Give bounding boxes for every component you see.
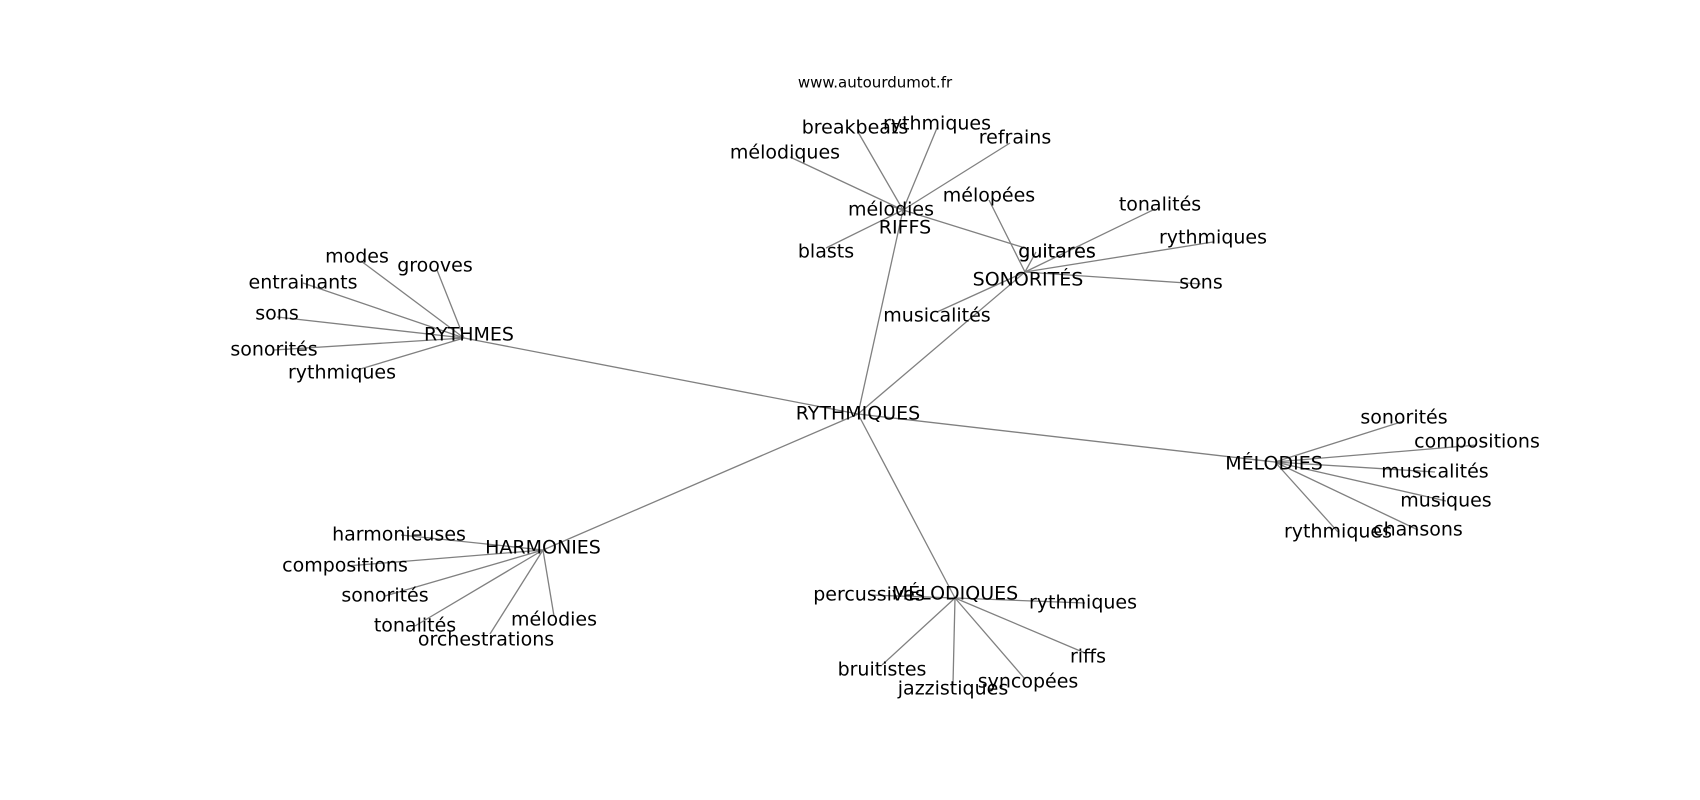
edge-melodies-mel-3	[1274, 461, 1436, 473]
node-leaf-har-5[interactable]: orchestrations	[418, 629, 554, 651]
node-leaf-har-4[interactable]: tonalités	[374, 615, 456, 637]
node-leaf-ryt-1[interactable]: modes	[325, 246, 389, 268]
node-leaf-mel-6[interactable]: rythmiques	[1284, 521, 1392, 543]
node-leaf-mq-3[interactable]: riffs	[1070, 646, 1106, 668]
graph-labels: RYTHMIQUESRIFFSbreakbeatsrythmiquesrefra…	[230, 113, 1540, 700]
edge-riffs-riffs-5	[890, 205, 904, 211]
edge-center-rythmes	[463, 337, 859, 415]
node-leaf-son-3[interactable]: rythmiques	[1159, 227, 1267, 249]
node-leaf-riffs-5[interactable]: mélodies	[848, 199, 934, 221]
node-leaf-mq-4[interactable]: bruitistes	[838, 659, 927, 681]
node-hub-rythmes[interactable]: RYTHMES	[424, 324, 514, 346]
edge-rythmes-ryt-6	[356, 337, 465, 371]
edge-center-melodiques	[857, 413, 956, 599]
node-leaf-son-2[interactable]: tonalités	[1119, 194, 1201, 216]
node-leaf-riffs-1[interactable]: breakbeats	[802, 117, 909, 139]
edge-melodiques-mq-6	[954, 597, 1026, 680]
edge-sonorites-son-6	[936, 271, 1026, 313]
node-leaf-son-1[interactable]: mélopées	[943, 185, 1035, 207]
edge-harmonies-har-4	[414, 549, 544, 627]
node-leaf-son-4[interactable]: sons	[1179, 272, 1222, 294]
node-hub-harmonies[interactable]: HARMONIES	[485, 537, 601, 559]
edge-melodiques-mq-1	[868, 594, 956, 599]
node-leaf-riffs-2[interactable]: rythmiques	[883, 113, 991, 135]
edge-riffs-riffs-7	[902, 209, 1026, 249]
node-leaf-riffs-6[interactable]: blasts	[798, 241, 854, 263]
node-hub-melodies[interactable]: MÉLODIES	[1225, 452, 1323, 475]
edge-riffs-riffs-4	[789, 156, 904, 211]
node-leaf-mq-5[interactable]: jazzistiques	[897, 678, 1008, 700]
edge-rythmes-ryt-4	[276, 316, 465, 339]
edge-center-riffs	[857, 209, 904, 415]
edge-center-melodies	[857, 413, 1276, 463]
node-leaf-har-3[interactable]: sonorités	[341, 585, 428, 607]
edge-melodies-mel-4	[1274, 461, 1447, 502]
edge-melodiques-mq-2	[954, 597, 1086, 604]
edge-harmonies-har-2	[346, 549, 544, 567]
edge-riffs-riffs-6	[825, 209, 904, 249]
edge-rythmes-ryt-2	[436, 269, 465, 339]
node-hub-melodiques[interactable]: MÉLODIQUES	[892, 582, 1018, 605]
edge-melodiques-mq-5	[952, 597, 956, 685]
edge-melodies-mel-1	[1274, 420, 1405, 463]
node-hub-sonorites[interactable]: SONORITÉS	[973, 268, 1084, 291]
node-leaf-mq-6[interactable]: syncopées	[978, 671, 1079, 693]
edge-sonorites-son-2	[1024, 208, 1156, 273]
node-leaf-mel-1[interactable]: sonorités	[1360, 407, 1447, 429]
edge-center-sonorites	[857, 271, 1026, 415]
edge-harmonies-har-6	[542, 549, 555, 617]
edge-sonorites-son-3	[1024, 241, 1214, 273]
edge-rythmes-ryt-1	[360, 260, 465, 339]
source-url[interactable]: www.autourdumot.fr	[798, 74, 953, 92]
node-leaf-ryt-3[interactable]: entrainants	[249, 272, 358, 294]
node-leaf-har-1[interactable]: harmonieuses	[332, 524, 466, 546]
node-leaf-riffs-3[interactable]: refrains	[979, 127, 1051, 149]
node-leaf-har-6[interactable]: mélodies	[511, 609, 597, 631]
node-center[interactable]: RYTHMIQUES	[796, 403, 920, 425]
node-leaf-mq-1[interactable]: percussives	[813, 584, 925, 606]
edge-melodiques-mq-3	[954, 597, 1086, 654]
node-leaf-ryt-2[interactable]: grooves	[397, 255, 473, 277]
edge-harmonies-har-3	[384, 549, 544, 597]
graph-edges	[273, 127, 1478, 685]
node-leaf-har-2[interactable]: compositions	[282, 555, 408, 577]
edge-center-harmonies	[542, 413, 859, 551]
node-leaf-mel-2[interactable]: compositions	[1414, 431, 1540, 453]
edge-rythmes-ryt-5	[273, 337, 465, 351]
node-leaf-ryt-6[interactable]: rythmiques	[288, 362, 396, 384]
edge-melodies-mel-6	[1274, 461, 1339, 533]
edge-riffs-riffs-3	[902, 142, 1011, 211]
node-leaf-mel-3[interactable]: musicalités	[1381, 461, 1488, 483]
node-leaf-mel-5[interactable]: chansons	[1373, 519, 1463, 541]
edge-melodiques-mq-4	[881, 597, 956, 666]
node-leaf-mq-2[interactable]: rythmiques	[1029, 592, 1137, 614]
node-leaf-son-5[interactable]: guitares	[1018, 241, 1095, 263]
node-leaf-mel-4[interactable]: musiques	[1400, 490, 1491, 512]
node-leaf-riffs-7[interactable]: guitares	[1018, 241, 1095, 263]
edge-melodies-mel-2	[1274, 444, 1478, 463]
edge-riffs-riffs-1	[857, 131, 904, 211]
node-leaf-riffs-4[interactable]: mélodiques	[730, 142, 840, 164]
edge-riffs-riffs-2	[902, 127, 938, 211]
node-leaf-son-6[interactable]: musicalités	[883, 305, 990, 327]
edge-harmonies-har-1	[400, 534, 544, 551]
node-leaf-ryt-5[interactable]: sonorités	[230, 339, 317, 361]
edge-rythmes-ryt-3	[302, 282, 465, 339]
edge-sonorites-son-4	[1024, 271, 1202, 285]
edge-harmonies-har-5	[489, 549, 544, 635]
node-hub-riffs[interactable]: RIFFS	[879, 217, 931, 239]
edge-sonorites-son-1	[988, 199, 1026, 273]
edge-sonorites-son-5	[1024, 251, 1037, 273]
edge-melodies-mel-5	[1274, 461, 1419, 531]
node-leaf-ryt-4[interactable]: sons	[255, 303, 298, 325]
